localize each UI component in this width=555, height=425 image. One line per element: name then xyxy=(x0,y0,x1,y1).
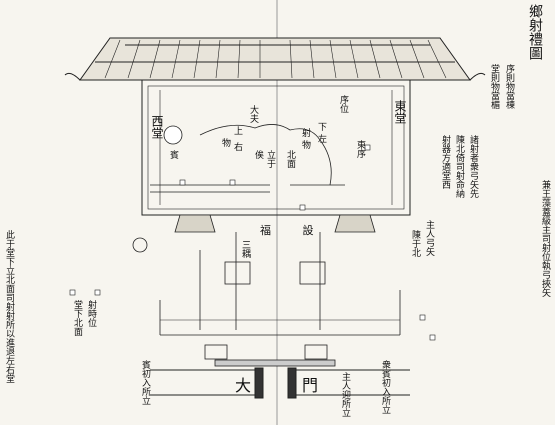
note-2: 堂則物當楣 xyxy=(489,64,499,109)
hall-outline xyxy=(141,79,411,216)
label-wu-2: 物 xyxy=(300,140,310,149)
bottom-mid-note: 主人迎所立 xyxy=(340,372,350,417)
note-far-right: 兼王藻蓋級主司射位執弓挾矢 xyxy=(540,180,550,297)
main-label: 福 設 xyxy=(260,224,328,237)
note-7: 陳于北 xyxy=(410,230,420,257)
archer-path xyxy=(199,124,332,186)
note-1: 序則物當棟 xyxy=(504,64,514,109)
note-left-2: 射時位 xyxy=(86,300,96,327)
label-she: 射 xyxy=(300,128,310,137)
vessels xyxy=(132,125,336,367)
label-si: 俟 xyxy=(253,150,263,159)
gate-left: 大 xyxy=(235,376,252,395)
note-left-1: 堂下北面 xyxy=(72,300,82,336)
roof xyxy=(64,37,486,81)
label-bin: 賓 xyxy=(168,150,178,159)
label-dongxu: 東序 xyxy=(355,140,365,158)
bottom-left-note: 賓初入所立 xyxy=(140,360,150,405)
note-4: 陳北倚司射命納 xyxy=(454,135,464,198)
steps xyxy=(174,214,376,233)
label-beimian: 北面 xyxy=(285,150,295,168)
east-hall-label: 東堂 xyxy=(393,100,407,124)
label-dafu: 大夫 xyxy=(248,105,258,123)
gate-right: 門 xyxy=(302,376,319,395)
label-xuwei: 序位 xyxy=(338,95,348,113)
note-5: 射器方適堂西 xyxy=(440,135,450,189)
label-sanou: 三耦 xyxy=(240,240,250,258)
label-xia: 下 xyxy=(316,122,326,131)
label-shang: 上 xyxy=(232,126,242,135)
label-zuo: 左 xyxy=(316,134,326,143)
title: 鄉射禮圖 xyxy=(527,4,543,60)
marker-squares xyxy=(69,144,436,341)
label-wu-1: 物 xyxy=(220,138,230,147)
note-6: 主人弓矢 xyxy=(424,220,434,256)
courtyard-lines xyxy=(150,184,401,336)
note-far-left: 此于堂下立北面司射射所以進退左右堂 xyxy=(4,230,14,383)
note-3: 諸射者衆弓矢先 xyxy=(468,135,478,198)
label-you: 右 xyxy=(232,142,242,151)
west-hall-label: 西堂 xyxy=(150,115,164,139)
gate xyxy=(150,367,410,399)
bottom-right-note: 衆賓初入所立 xyxy=(380,360,390,414)
label-liyu: 立于 xyxy=(265,150,275,168)
